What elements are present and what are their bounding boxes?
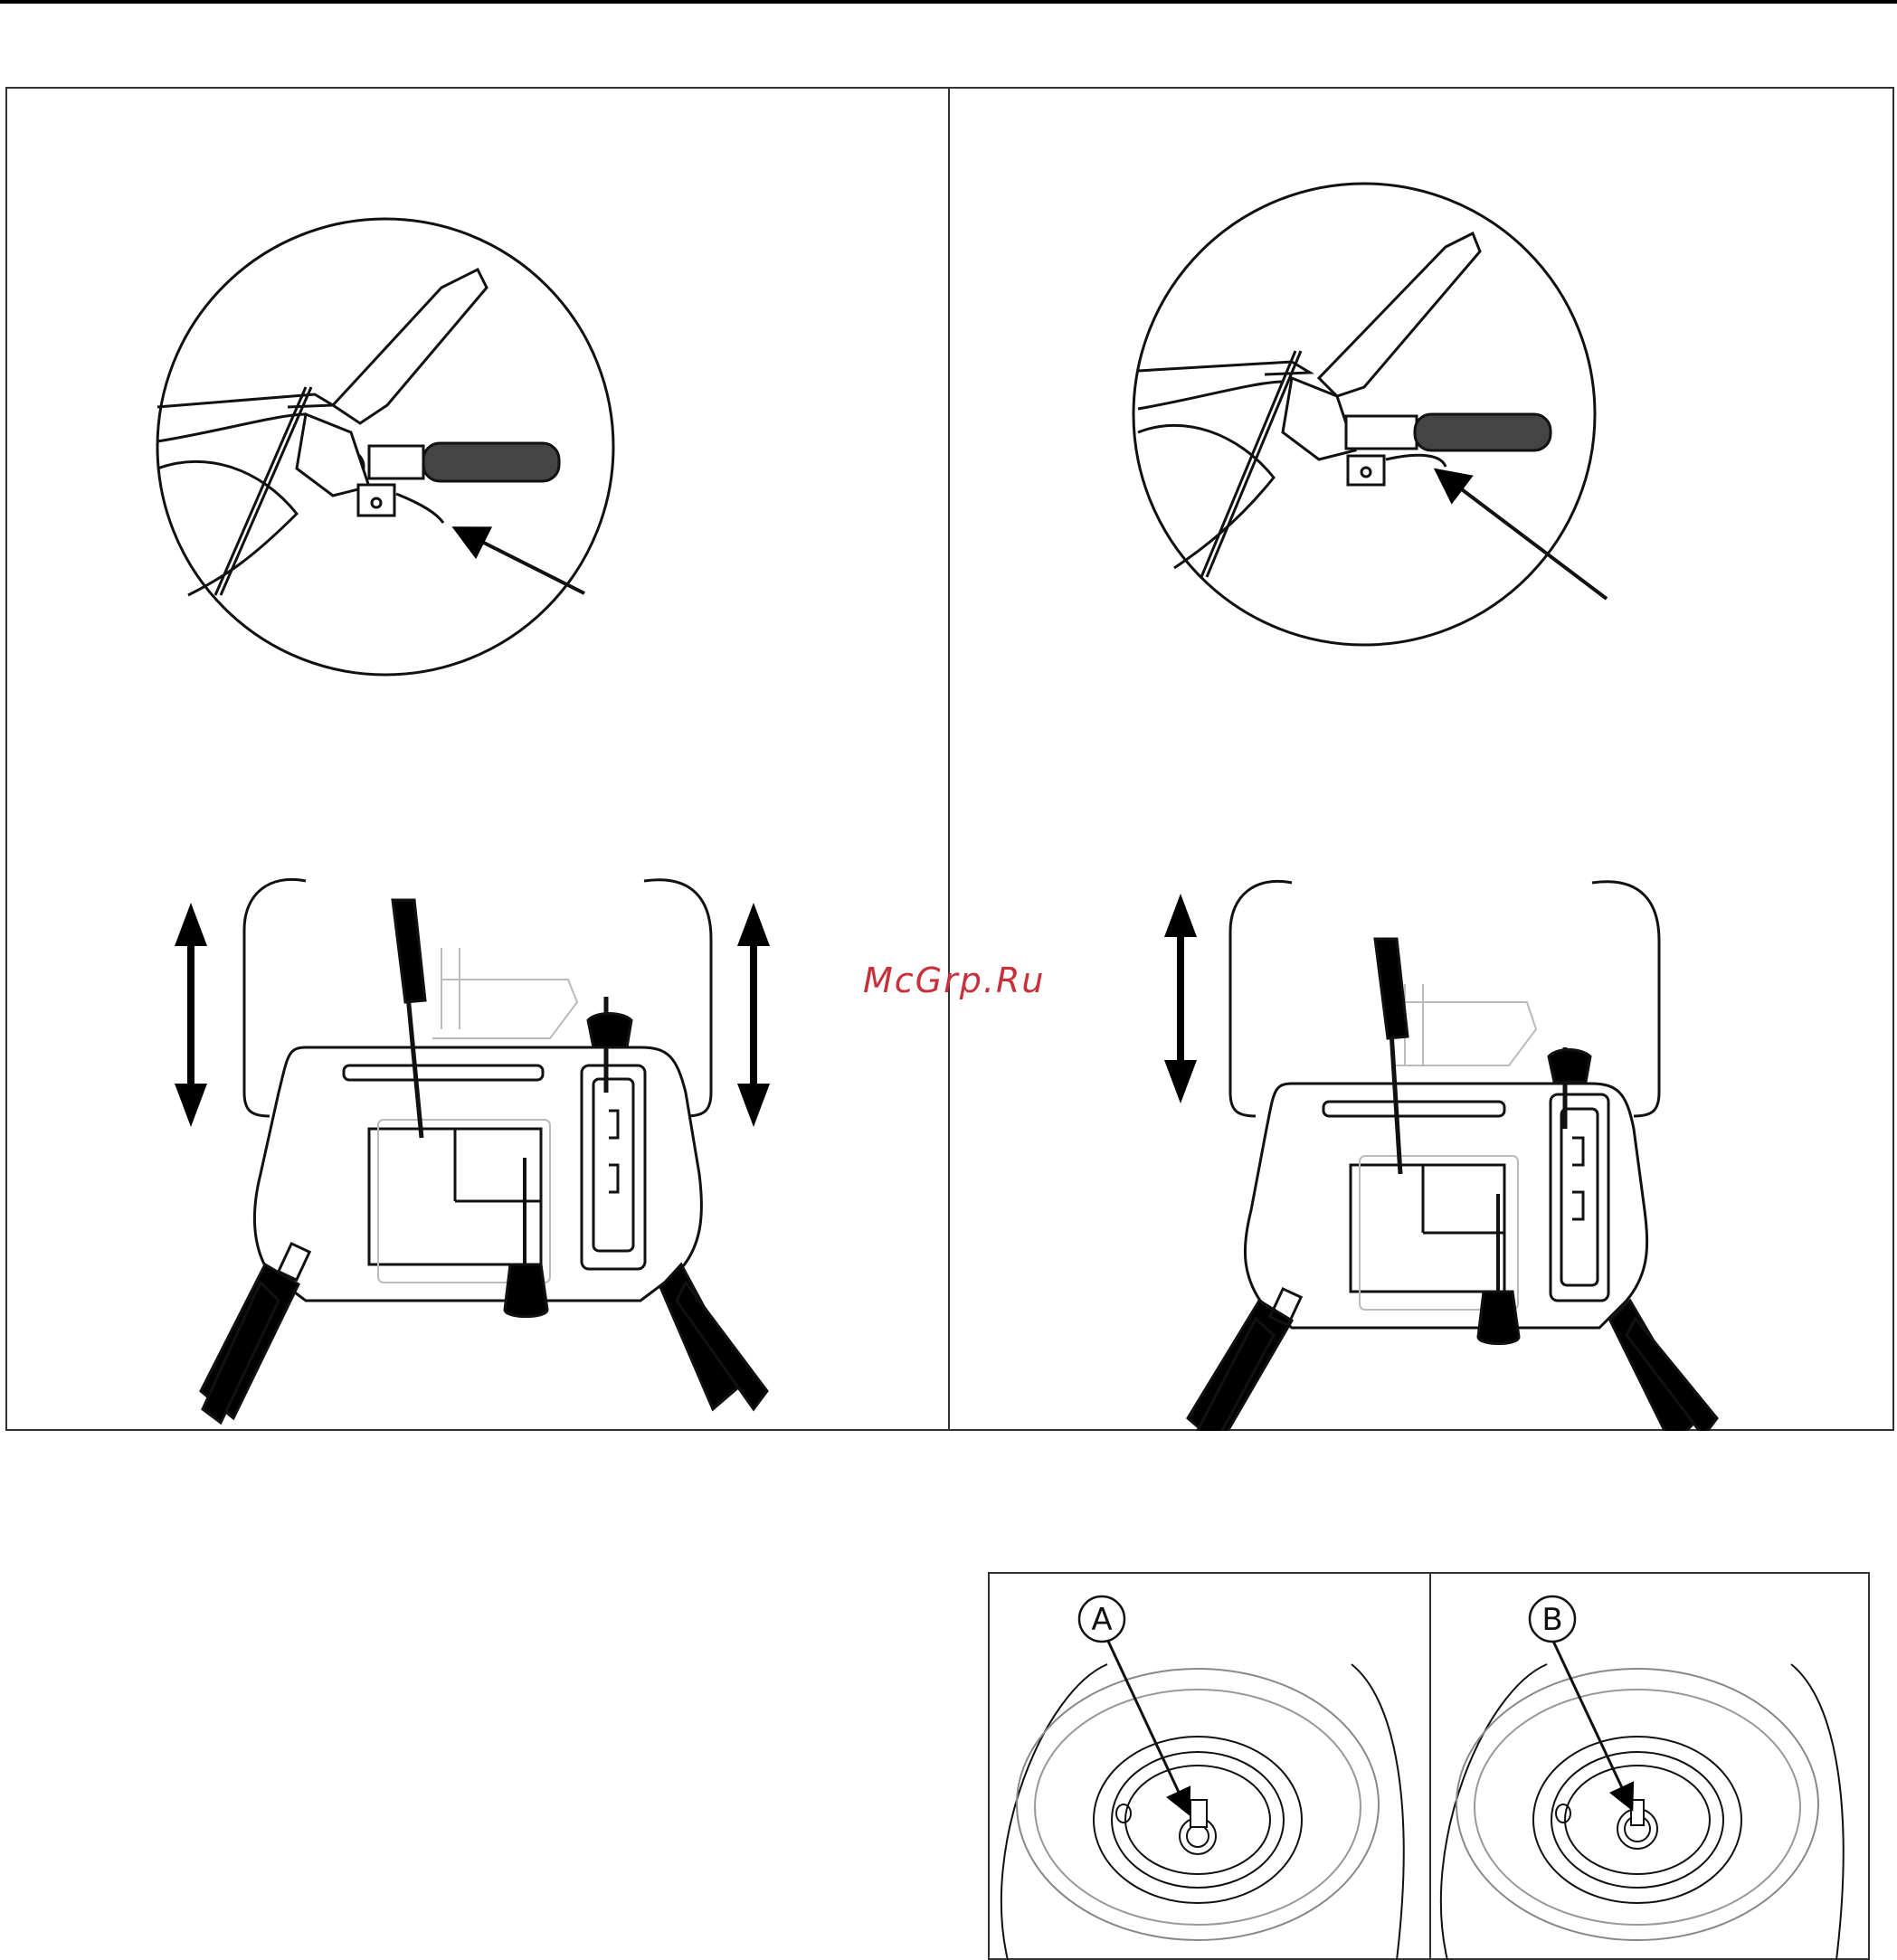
callout-b-label: B [1541,1602,1562,1638]
lever-closeup-left [157,219,613,675]
figure-wheels-frame: A B [988,1572,1870,1960]
wheel-pin-icon [1001,1635,1404,1960]
machine-rear-right [1164,881,1717,1431]
machine-rear-left [175,879,770,1423]
figure-top-illustration [7,89,1894,1431]
figure-wheels-illustration: A B [990,1574,1870,1960]
callout-b: B [1530,1596,1575,1642]
wheel-pin-icon [1441,1635,1844,1960]
top-rule [0,0,1897,4]
lever-closeup-right [1133,184,1607,645]
double-arrow-icon [1164,894,1197,1103]
callout-a: A [1079,1596,1124,1642]
callout-a-label: A [1091,1602,1112,1638]
watermark-text: McGrp.Ru [863,961,1045,1000]
figure-top-frame [5,87,1894,1431]
